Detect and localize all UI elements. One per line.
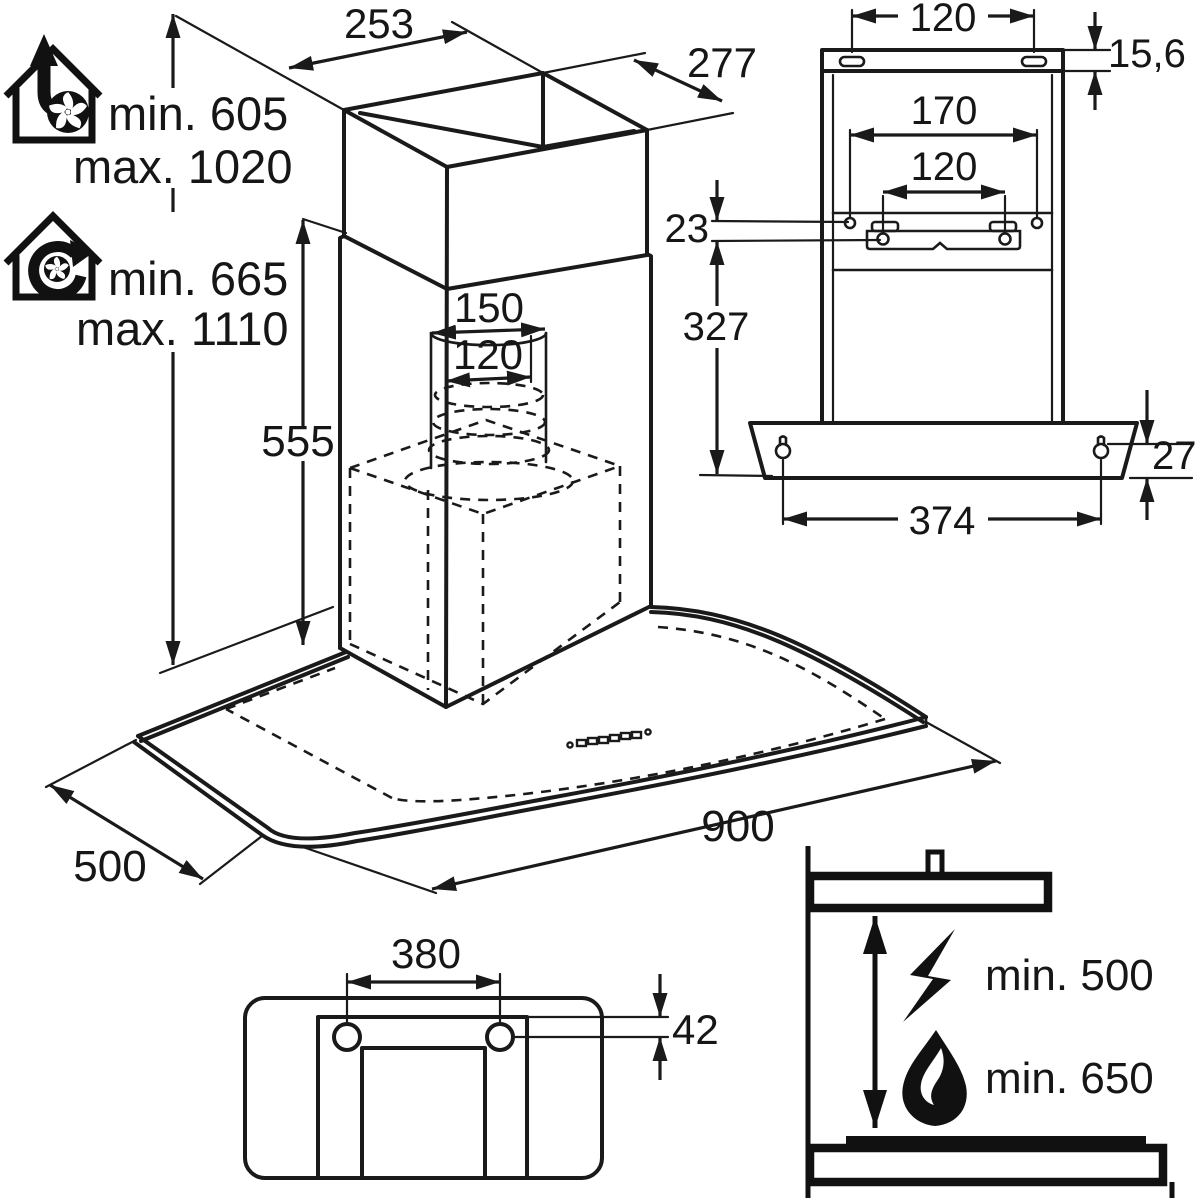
- dim-label: 120: [911, 145, 978, 189]
- house-walls: [12, 88, 96, 144]
- dim-spigot-inner: 120: [444, 331, 533, 388]
- dim-label: 120: [453, 331, 523, 378]
- clearance-view: min. 500 min. 650: [805, 846, 1175, 1198]
- gas-clearance-label: min. 650: [985, 1054, 1154, 1103]
- glass-front-edge: [136, 715, 928, 841]
- keyhole-left: [774, 435, 792, 460]
- filter-box: [360, 1046, 487, 1180]
- dim-hole-row-offset: 23: [665, 180, 882, 251]
- dim-slot-spacing: 120: [850, 0, 1036, 54]
- keyhole-right: [1092, 435, 1110, 460]
- mounting-rail: [820, 48, 1065, 73]
- dim-hood-width: 900: [298, 720, 1002, 895]
- exhaust-max-height: max. 1020: [73, 140, 292, 193]
- dim-bracket-hole-spacing: 120: [881, 145, 1007, 234]
- dim-label: 120: [910, 0, 977, 40]
- house-roof: [3, 44, 103, 99]
- fan-icon: [47, 91, 89, 133]
- dim-label: 27: [1152, 434, 1197, 478]
- canopy: [132, 605, 928, 849]
- dim-label: 23: [665, 207, 710, 251]
- hood-bottom: [805, 871, 1053, 913]
- control-buttons: [566, 728, 652, 749]
- dim-label: 42: [672, 1006, 719, 1053]
- dim-label: 380: [391, 930, 461, 977]
- dim-label: 327: [683, 305, 750, 349]
- dim-outer-hole-spacing: 170: [848, 89, 1039, 220]
- chimney-left-edge: [338, 108, 346, 650]
- recirculation-min-height: min. 665: [108, 252, 288, 305]
- rail-slot-right: [1020, 55, 1048, 68]
- dim-label: 277: [687, 39, 757, 86]
- exhaust-min-height: min. 605: [108, 87, 288, 140]
- body-panel: [316, 1015, 529, 1180]
- rear-view: 120 15,6 170 120 23: [665, 0, 1197, 543]
- dim-spigot-outer: 150: [431, 284, 546, 340]
- dim-rail-height: 15,6: [1061, 12, 1186, 110]
- dim-label: 374: [909, 499, 976, 543]
- chimney-front-edge: [444, 165, 449, 709]
- mounting-bracket: [865, 220, 1022, 251]
- dim-label: 253: [344, 0, 414, 47]
- dim-label: 555: [261, 417, 334, 466]
- recirculation-arrow: [28, 241, 87, 301]
- recirculation-max-height: max. 1110: [76, 302, 289, 355]
- front-view: 380 42: [243, 930, 719, 1180]
- isometric-view: 253 277 150 120 555: [44, 0, 1002, 895]
- dim-keyhole-offset: 27: [1106, 390, 1197, 520]
- chimney-bottom-edge: [338, 604, 653, 709]
- stud-hole-right: [485, 1022, 515, 1052]
- stud-hole-left: [332, 1022, 362, 1052]
- dim-chimney-section-height: 555: [261, 217, 348, 645]
- recirculation-mode-icon: [3, 211, 103, 301]
- dim-bracket-to-canopy: 327: [683, 241, 774, 478]
- flame-inner: [920, 1048, 944, 1105]
- dim-hood-depth: 500: [44, 738, 264, 891]
- dim-label: 150: [454, 284, 524, 331]
- dim-label: 15,6: [1108, 32, 1186, 76]
- canopy-front: [243, 996, 604, 1180]
- up-arrow: [30, 34, 58, 66]
- dim-label: 900: [701, 802, 774, 851]
- dim-stud-spacing: 380: [345, 930, 502, 1024]
- dim-stud-offset: 42: [512, 974, 719, 1080]
- fan-icon: [43, 255, 71, 283]
- hidden-inner-body: [348, 418, 622, 706]
- electric-clearance-label: min. 500: [985, 951, 1154, 1000]
- dim-label: 500: [73, 842, 146, 891]
- chimney-section-joint: [342, 234, 649, 291]
- overall-height-dimension: min. 605 max. 1020 min. 665 max. 1110: [73, 14, 346, 675]
- chimney-right-edge: [645, 128, 653, 608]
- canopy-rear: [748, 421, 1139, 480]
- exhaust-mode-icon: [3, 34, 103, 144]
- dim-chimney-top-depth: 277: [541, 39, 757, 132]
- lightning-icon: [903, 929, 955, 1022]
- dim-keyhole-spacing: 374: [781, 458, 1103, 543]
- dim-chimney-top-width: 253: [288, 0, 545, 75]
- rail-slot-left: [838, 55, 866, 68]
- arrow-head: [70, 240, 94, 267]
- outer-hole-right: [1030, 216, 1044, 230]
- chimney-stub: [925, 849, 945, 879]
- dim-label: 170: [911, 89, 978, 133]
- counter: [805, 1143, 1168, 1187]
